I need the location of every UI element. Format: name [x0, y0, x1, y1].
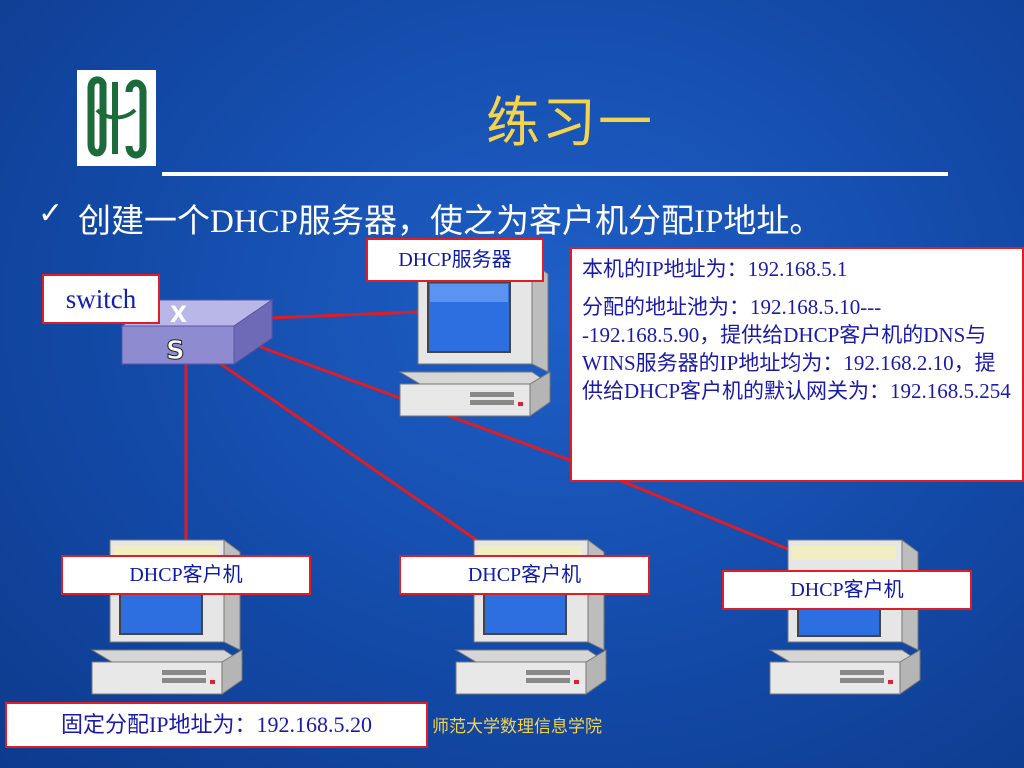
- bullet-text: 创建一个DHCP服务器，使之为客户机分配IP地址。: [78, 204, 823, 240]
- checkmark-icon: ✓: [38, 196, 64, 231]
- svg-text:X: X: [170, 303, 187, 328]
- link-switch-server: [267, 310, 421, 320]
- dhcp-server-label: DHCP服务器: [366, 238, 544, 282]
- link-switch-client-2: [214, 358, 489, 550]
- dhcp-client-label: DHCP客户机: [399, 555, 650, 595]
- dhcp-client-label: DHCP客户机: [722, 570, 972, 610]
- server-ip-line: 本机的IP地址为：192.168.5.1: [582, 257, 848, 281]
- fixed-ip-note: 固定分配IP地址为：192.168.5.20: [5, 702, 428, 748]
- server-config-note: 本机的IP地址为：192.168.5.1 分配的地址池为：192.168.5.1…: [570, 247, 1024, 482]
- title-divider: [162, 172, 948, 176]
- svg-text:S: S: [166, 336, 185, 366]
- school-logo: [77, 70, 156, 166]
- footer-institution: 师范大学数理信息学院: [432, 717, 602, 737]
- slide-title: 练习一: [486, 93, 654, 153]
- logo-emblem-icon: [87, 76, 147, 159]
- address-pool-line: 分配的地址池为：192.168.5.10----192.168.5.90，提供给…: [582, 295, 1011, 403]
- dhcp-client-label: DHCP客户机: [61, 555, 311, 595]
- server-computer-icon: [398, 261, 552, 417]
- switch-label: switch: [42, 274, 160, 324]
- client-computer-icon: [768, 539, 922, 695]
